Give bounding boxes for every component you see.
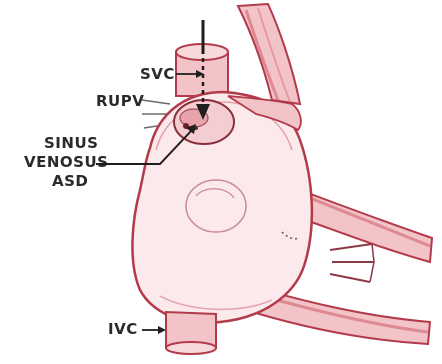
rupv-label: RUPV bbox=[96, 92, 144, 110]
sinus-label-line3: ASD bbox=[52, 172, 88, 190]
left-pulmonary-veins bbox=[330, 244, 374, 282]
svc-label: SVC bbox=[140, 65, 175, 83]
ivc-label: IVC bbox=[108, 320, 138, 338]
right-pulmonary-artery-branch bbox=[300, 190, 432, 262]
inferior-vena-cava bbox=[166, 312, 216, 354]
ivc-label-group: IVC bbox=[108, 320, 166, 338]
sinus-label-line1: SINUS bbox=[44, 134, 98, 152]
sinus-label-line2: VENOSUS bbox=[24, 153, 108, 171]
ascending-aorta bbox=[238, 4, 300, 104]
